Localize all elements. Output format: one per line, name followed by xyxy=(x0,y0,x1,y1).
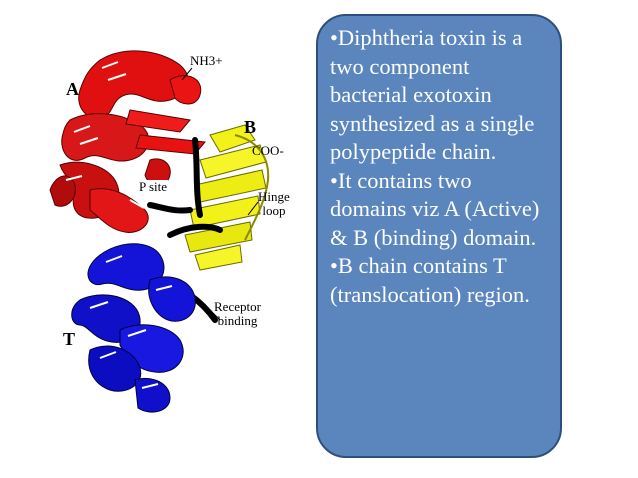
n-terminus-label: NH3+ xyxy=(190,53,223,68)
domain-b-label: B xyxy=(244,117,257,137)
c-terminus-label: COO- xyxy=(252,143,284,158)
label-pointer-lines xyxy=(181,67,259,321)
domain-t-ribbon xyxy=(71,243,196,413)
p-site-label: P site xyxy=(138,179,169,194)
domain-t-label: T xyxy=(63,329,76,349)
domain-a-ribbon xyxy=(49,50,206,233)
bullet-translocation: •B chain contains T (translocation) regi… xyxy=(330,253,530,307)
description-textbox: •Diphtheria toxin is a two component bac… xyxy=(316,14,562,458)
bullet-domains: •It contains two domains viz A (Active) … xyxy=(330,167,540,250)
bullet-diphtheria-toxin: •Diphtheria toxin is a two component bac… xyxy=(330,25,535,164)
receptor-binding-label: Receptor binding xyxy=(214,299,261,328)
hinge-loop-label: Hinge loop xyxy=(258,189,290,218)
protein-structure-figure: A B T NH3+ COO- P site Hinge loop Recept… xyxy=(30,40,320,420)
protein-ribbon-diagram xyxy=(49,50,270,413)
domain-a-label: A xyxy=(66,79,79,99)
